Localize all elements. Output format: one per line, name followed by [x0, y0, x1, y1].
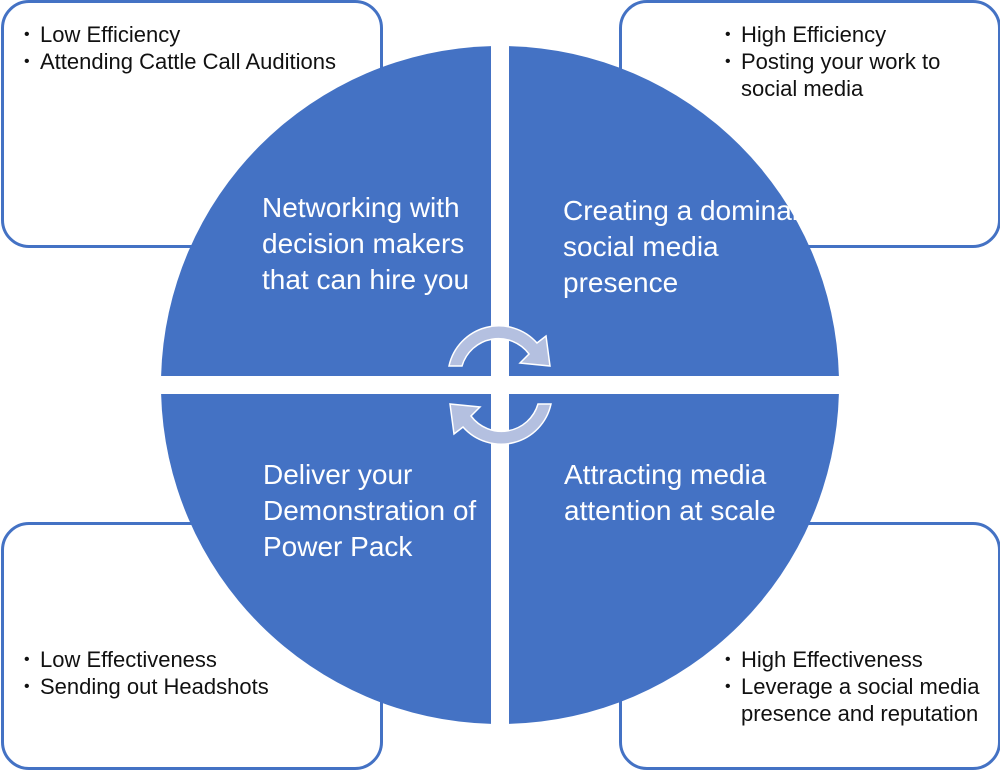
bullet-list: Low Effectiveness Sending out Headshots: [24, 646, 354, 700]
quadrant-top-right: [509, 46, 839, 376]
arrow-top-icon: [448, 325, 551, 367]
bullet-item: High Efficiency: [725, 21, 995, 48]
bullet-item: Low Effectiveness: [24, 646, 354, 673]
quadrant-bottom-left: [161, 394, 491, 724]
cycle-arrows-icon: [448, 325, 552, 445]
bullet-item: High Effectiveness: [725, 646, 995, 673]
quadrant-top-right-label: Creating a dominant social media presenc…: [563, 195, 816, 298]
quadrant-top-left-label: Networking with decision makers that can…: [262, 192, 470, 295]
bullet-item: Low Efficiency: [24, 21, 354, 48]
bullet-list: High Effectiveness Leverage a social med…: [725, 646, 995, 727]
bullet-item: Posting your work to social media: [725, 48, 995, 102]
quadrant-bottom-right: [509, 394, 839, 724]
quadrant-bottom-right-label: Attracting media attention at scale: [564, 459, 776, 526]
bullet-item: Attending Cattle Call Auditions: [24, 48, 354, 75]
bullet-item: Sending out Headshots: [24, 673, 354, 700]
bullet-list: Low Efficiency Attending Cattle Call Aud…: [24, 21, 354, 75]
quadrant-bottom-left-label: Deliver your Demonstration of Power Pack: [263, 459, 477, 562]
quadrant-top-left: [161, 46, 491, 376]
arrow-bottom-icon: [449, 403, 552, 445]
bullet-list: High Efficiency Posting your work to soc…: [725, 21, 995, 102]
bullet-item: Leverage a social media presence and rep…: [725, 673, 995, 727]
